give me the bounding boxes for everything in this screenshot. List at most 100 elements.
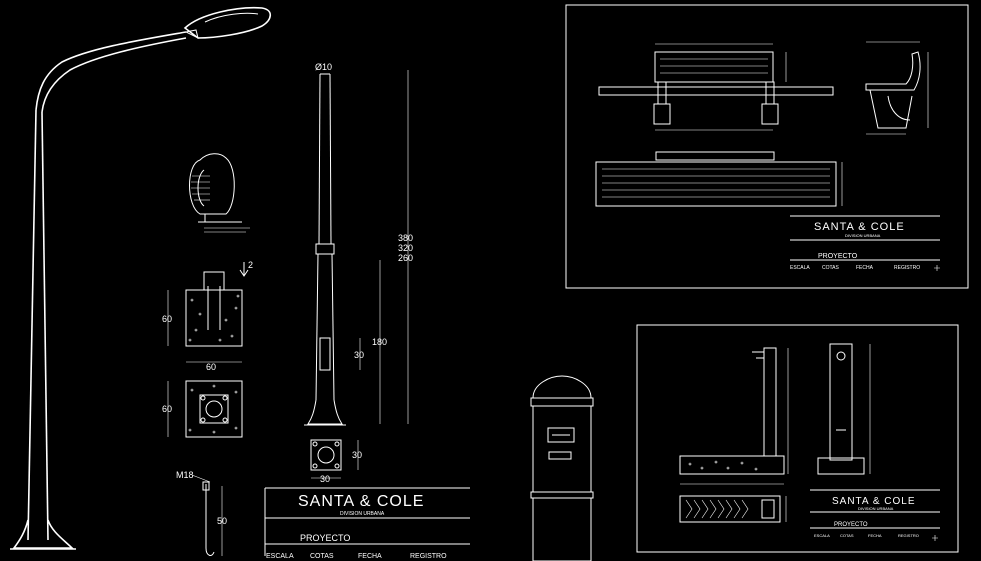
mid-dim-180: 180 xyxy=(372,337,387,347)
bollard-plan-grate-pattern xyxy=(685,499,749,519)
title-main-field-registro: REGISTRO xyxy=(410,553,447,560)
anchor-bolt-leader xyxy=(191,474,211,483)
base-plate-plan: 30 30 xyxy=(310,439,362,484)
level-mark-arrow xyxy=(239,269,249,277)
pole-shaft-left xyxy=(27,109,37,541)
bollard-front-tap xyxy=(836,351,846,361)
mailbox-pedestal xyxy=(532,497,592,561)
bollard-front-body xyxy=(829,343,853,461)
bench-side-support xyxy=(869,89,913,129)
bench-seat-front xyxy=(598,86,834,96)
anchor-hole-2 xyxy=(222,395,228,401)
base-plate-hole-3 xyxy=(312,463,318,469)
bench-backrest-slats xyxy=(660,58,768,74)
title-main-company: SANTA & COLE xyxy=(298,493,424,510)
lamp-connector xyxy=(184,29,199,39)
pole-top-dim: Ø10 xyxy=(315,62,332,72)
pole-access-door xyxy=(319,337,331,371)
bollard-front-base xyxy=(817,457,865,475)
foundation-height-dim: 60 xyxy=(162,314,172,324)
anchor-hole-3 xyxy=(200,417,206,423)
lamp-head-section xyxy=(189,153,250,233)
mailbox-base-band xyxy=(530,491,594,499)
foundation-width-dim: 60 xyxy=(206,362,216,372)
anchor-hole-4 xyxy=(222,417,228,423)
bollard-plan-post xyxy=(761,499,775,519)
bench-foot-right xyxy=(761,103,779,125)
bollard-sheet-frame xyxy=(636,324,959,553)
foundation-block xyxy=(185,289,243,347)
lamp-section-hatching xyxy=(191,175,210,201)
bench-plan-slats xyxy=(602,168,830,198)
foundation-level-mark: 2 xyxy=(248,260,253,270)
title-block-main: SANTA & COLE DIVISION URBANA PROYECTO ES… xyxy=(264,487,470,560)
bench-title-company: SANTA & COLE xyxy=(814,221,905,233)
foundation-plan-height-dim: 60 xyxy=(162,404,172,414)
foundation-plan-texture xyxy=(188,384,238,434)
anchor-bolt-length: 50 xyxy=(217,516,227,526)
foundation-concrete-texture xyxy=(188,294,240,342)
pole-front-right-upper xyxy=(329,73,332,245)
bollard-title-cross-mark xyxy=(932,535,938,541)
base-plate-square xyxy=(310,439,342,471)
bench-leg-right xyxy=(765,81,775,105)
bench-foot-left xyxy=(653,103,671,125)
height-dim-260: 260 xyxy=(398,253,413,263)
mailbox-slot-plate xyxy=(547,427,575,443)
bench-sheet-frame xyxy=(565,4,969,289)
foundation-plan-plate xyxy=(199,394,229,424)
bollard-field-registro: REGISTRO xyxy=(898,533,919,538)
mailbox-label-plate xyxy=(548,451,572,460)
lamp-head xyxy=(183,6,272,39)
bench-field-fecha: FECHA xyxy=(856,265,874,271)
foundation-section: 2 60 60 xyxy=(162,260,253,372)
mailbox-dome xyxy=(532,375,592,399)
height-dim-320: 320 xyxy=(398,243,413,253)
mailbox-cap-band xyxy=(530,397,594,407)
pole-shaft-right xyxy=(41,111,49,541)
title-main-field-fecha: FECHA xyxy=(358,553,382,560)
height-dim-380: 380 xyxy=(398,233,413,243)
pole-arm-inner xyxy=(41,37,187,113)
base-plate-dim-h: 30 xyxy=(352,450,362,460)
title-main-project: PROYECTO xyxy=(300,533,350,543)
pole-front-elevation: Ø10 380 320 260 180 30 xyxy=(304,62,413,426)
foundation-plan-block xyxy=(185,380,243,438)
streetlight-elevation xyxy=(10,6,272,550)
anchor-bolt-label: M18 xyxy=(176,470,194,480)
base-plate-circle xyxy=(317,446,335,464)
bench-field-escala: ESCALA xyxy=(790,265,810,271)
bollard-field-fecha: FECHA xyxy=(868,533,882,538)
base-plate-hole-2 xyxy=(334,441,340,447)
bench-field-cotas: COTAS xyxy=(822,265,840,271)
bollard-side-basin-texture xyxy=(688,460,758,471)
bench-leg-left xyxy=(657,81,667,105)
door-dim: 30 xyxy=(354,350,364,360)
bench-side-curve xyxy=(887,95,911,121)
anchor-bolt-thread xyxy=(202,481,210,491)
bench-plan-backrest xyxy=(655,151,775,161)
foundation-pole-stub xyxy=(203,271,225,291)
title-main-division: DIVISION URBANA xyxy=(340,511,385,517)
foundation-plan-pole-circle xyxy=(205,400,223,418)
anchor-hole-1 xyxy=(200,395,206,401)
pole-front-base xyxy=(307,399,343,425)
bollard-title-division: DIVISION URBANA xyxy=(858,506,894,511)
bench-side-profile xyxy=(865,51,921,91)
bollard-side-spout xyxy=(752,351,765,359)
mailbox-elevation xyxy=(530,375,594,561)
pole-front-right-lower xyxy=(331,253,335,401)
bollard-side-body xyxy=(763,347,777,457)
bench-field-registro: REGISTRO xyxy=(894,265,920,271)
bench-title-project: PROYECTO xyxy=(818,253,858,260)
bollard-title-project: PROYECTO xyxy=(834,522,868,528)
bench-plan-seat xyxy=(595,161,837,207)
anchor-bolt-shape xyxy=(205,484,215,556)
bench-backrest xyxy=(654,51,774,83)
base-plate-hole-1 xyxy=(312,441,318,447)
pole-arm-outer xyxy=(35,31,187,111)
anchor-bolt-detail: M18 50 xyxy=(176,470,227,556)
bollard-plan-grate xyxy=(679,495,781,523)
pole-front-left-upper xyxy=(318,73,321,245)
title-main-field-cotas: COTAS xyxy=(310,553,334,560)
